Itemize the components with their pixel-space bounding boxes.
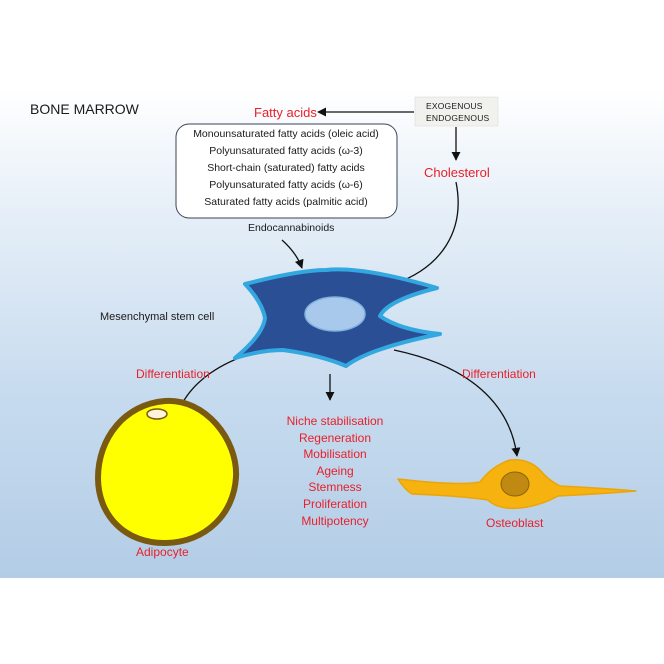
endocannabinoids-label: Endocannabinoids bbox=[248, 222, 335, 234]
stem-cell-nucleus bbox=[304, 296, 366, 332]
fatty-acid-item: Saturated fatty acids (palmitic acid) bbox=[204, 196, 368, 208]
adipocyte-label: Adipocyte bbox=[136, 545, 189, 559]
adipocyte-nucleus bbox=[146, 408, 168, 420]
exogenous-label: EXOGENOUS bbox=[426, 101, 483, 111]
adipocyte-cell bbox=[94, 397, 240, 547]
osteoblast-label: Osteoblast bbox=[486, 516, 544, 530]
arrow-to-osteoblast bbox=[393, 349, 521, 457]
arrow-cholesterol-to-cell bbox=[393, 181, 459, 286]
function-item: Regeneration bbox=[298, 430, 372, 445]
function-item: Ageing bbox=[316, 463, 354, 478]
fatty-acid-list-box bbox=[175, 123, 398, 219]
fatty-acid-item: Monounsaturated fatty acids (oleic acid) bbox=[193, 128, 379, 140]
endogenous-label: ENDOGENOUS bbox=[426, 113, 490, 123]
source-box bbox=[414, 96, 499, 127]
cholesterol-label: Cholesterol bbox=[424, 165, 490, 180]
mesenchymal-stem-cell-label: Mesenchymal stem cell bbox=[100, 311, 215, 323]
fatty-acid-list: Monounsaturated fatty acids (oleic acid)… bbox=[176, 126, 396, 211]
fatty-acids-label: Fatty acids bbox=[254, 105, 317, 120]
function-item: Mobilisation bbox=[303, 447, 367, 462]
differentiation-right-label: Differentiation bbox=[462, 367, 536, 381]
differentiation-left-label: Differentiation bbox=[136, 367, 210, 381]
function-item: Multipotency bbox=[301, 513, 369, 528]
function-item: Niche stabilisation bbox=[286, 414, 384, 428]
fatty-acid-item: Short-chain (saturated) fatty acids bbox=[207, 162, 365, 174]
osteoblast-nucleus bbox=[500, 471, 530, 497]
fatty-acid-item: Polyunsaturated fatty acids (ω-6) bbox=[209, 179, 363, 191]
functions-list: Niche stabilisation Regeneration Mobilis… bbox=[270, 413, 400, 529]
arrow-endocannabinoids-to-cell bbox=[281, 239, 304, 269]
fatty-acid-item: Polyunsaturated fatty acids (ω-3) bbox=[209, 145, 363, 157]
function-item: Stemness bbox=[308, 480, 362, 495]
function-item: Proliferation bbox=[302, 496, 368, 511]
bone-marrow-title: BONE MARROW bbox=[30, 101, 139, 117]
